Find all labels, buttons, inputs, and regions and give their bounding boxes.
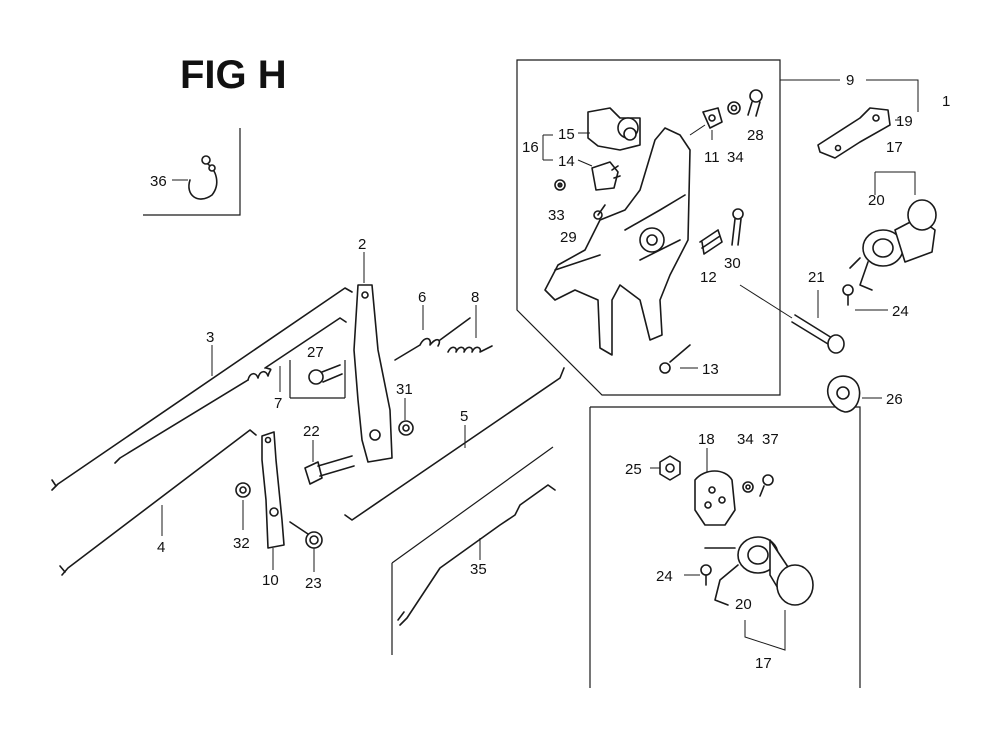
- callout-5: 5: [460, 408, 468, 425]
- callout-25: 25: [625, 461, 642, 478]
- part-29-screw: [593, 204, 606, 220]
- assembly-bracket-17-bottom: [744, 610, 786, 651]
- callout-9: 9: [846, 72, 854, 89]
- part-14-switch: [577, 159, 621, 191]
- callout-13: 13: [702, 361, 719, 378]
- callout-31: 31: [396, 381, 413, 398]
- control-assembly-frame: [516, 59, 781, 396]
- callout-26: 26: [886, 391, 903, 408]
- callout-2: 2: [358, 236, 366, 253]
- control-base-plate: [544, 124, 706, 356]
- callout-24-bottom: 24: [656, 568, 673, 585]
- part-35-governor-rod: [397, 484, 556, 626]
- assembly-bracket-16: [542, 134, 553, 161]
- callout-14: 14: [558, 153, 575, 170]
- switch-assembly-frame: [589, 406, 861, 688]
- callout-4: 4: [157, 539, 165, 556]
- part-4-choke-rod: [59, 429, 257, 576]
- part-2-control-lever: [353, 252, 393, 463]
- callout-24-top: 24: [892, 303, 909, 320]
- part-23-bolt: [289, 521, 323, 572]
- part-15-switch-cover: [578, 107, 641, 151]
- callout-27: 27: [307, 344, 324, 361]
- inset-frame-part-36: [143, 128, 241, 216]
- callout-12: 12: [700, 269, 717, 286]
- part-13-spring-clip: [659, 344, 698, 374]
- callout-20-top: 20: [868, 192, 885, 209]
- part-34-washer-bottom: [742, 481, 754, 493]
- part-25-nut: [650, 455, 681, 481]
- callout-15: 15: [558, 126, 575, 143]
- callout-21: 21: [808, 269, 825, 286]
- part-10-choke-arm: [261, 431, 285, 570]
- part-8-spring: [447, 305, 493, 353]
- part-34-washer-top: [727, 101, 741, 115]
- callout-22: 22: [303, 423, 320, 440]
- part-30-bolt: [731, 208, 744, 246]
- callout-23: 23: [305, 575, 322, 592]
- callout-37: 37: [762, 431, 779, 448]
- part-11-bracket: [702, 107, 723, 140]
- callout-19: 19: [896, 113, 913, 130]
- callout-33: 33: [548, 207, 565, 224]
- callout-34-top: 34: [727, 149, 744, 166]
- part-20-switch-bottom: [704, 536, 814, 606]
- part-36-clip: [172, 155, 218, 200]
- part-6-spring: [394, 305, 471, 361]
- part-18-switch-plate: [694, 448, 736, 526]
- callout-36: 36: [150, 173, 167, 190]
- callout-labels: 1 2 3 4 5 6 7 8 9 10 11 12 13 14 15 16 1…: [150, 72, 950, 672]
- part-7-governor-spring-rod: [114, 317, 347, 464]
- assembly-bracket-17-top: [874, 171, 916, 195]
- callout-1: 1: [942, 93, 950, 110]
- governor-rod-frame: [391, 446, 554, 655]
- callout-32: 32: [233, 535, 250, 552]
- callout-7: 7: [274, 395, 282, 412]
- part-12-spring: [699, 229, 723, 255]
- callout-8: 8: [471, 289, 479, 306]
- callout-20-bottom: 20: [735, 596, 752, 613]
- part-24-screw-top: [842, 284, 888, 311]
- callout-6: 6: [418, 289, 426, 306]
- part-19-plate: [817, 107, 900, 159]
- callout-35: 35: [470, 561, 487, 578]
- figure-title: FIG H: [180, 53, 287, 97]
- part-22-bolt: [304, 440, 355, 485]
- part-28-bolt: [747, 89, 763, 117]
- part-24-screw-bottom: [684, 564, 712, 586]
- part-31-washer: [398, 398, 414, 436]
- part-26-cover: [826, 375, 882, 413]
- callout-17-bottom: 17: [755, 655, 772, 672]
- callout-11: 11: [704, 149, 720, 166]
- callout-3: 3: [206, 329, 214, 346]
- part-3-throttle-rod: [51, 287, 353, 491]
- part-32-washer: [235, 482, 251, 530]
- part-20-switch-top: [849, 199, 937, 291]
- callout-16: 16: [522, 139, 539, 156]
- callout-30: 30: [724, 255, 741, 272]
- callout-29: 29: [560, 229, 577, 246]
- callout-17-top: 17: [886, 139, 903, 156]
- callout-10: 10: [262, 572, 279, 589]
- part-27-bolt: [308, 364, 343, 385]
- part-37-screw: [759, 474, 774, 497]
- part-5-control-rod: [344, 367, 565, 521]
- part-33-nut: [554, 179, 566, 191]
- callout-18: 18: [698, 431, 715, 448]
- part-21-long-bolt: [739, 284, 845, 354]
- assembly-bracket-9: [780, 79, 919, 112]
- callout-28: 28: [747, 127, 764, 144]
- inset-frame-part-27: [289, 360, 346, 399]
- callout-34-bottom: 34: [737, 431, 754, 448]
